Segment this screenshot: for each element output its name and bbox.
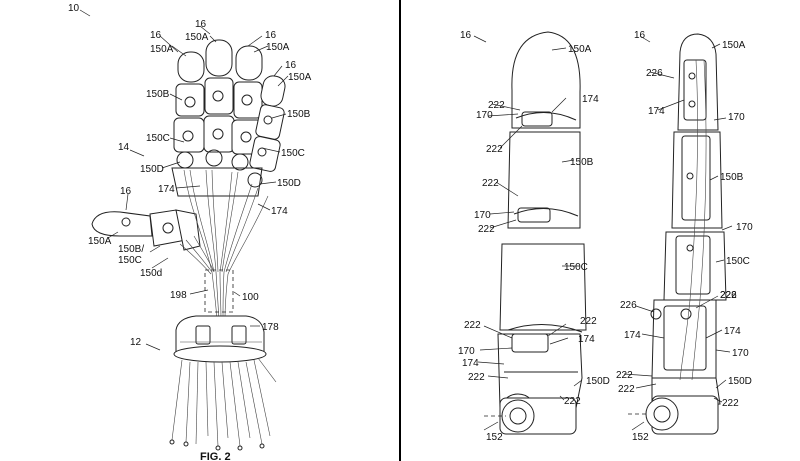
label-c174-1: 174 [582,94,599,105]
label-p226-3: 226 [720,290,737,301]
label-finger-16d: 16 [285,60,297,71]
label-seg-150d-2: 150D [728,376,752,387]
label-finger-16c: 16 [265,30,277,41]
label-thumb-150d: 150d [140,268,162,279]
label-c174-5: 174 [624,330,641,341]
label-cable-174-1: 174 [158,184,175,195]
label-c170-5: 170 [736,222,753,233]
label-c170-4: 170 [728,112,745,123]
label-j222-7: 222 [468,372,485,383]
label-tip-150a-3: 150A [266,42,290,53]
label-seg-150b-1: 150B [570,157,594,168]
label-r-finger-16: 16 [460,30,472,41]
label-prox-150c-1: 150C [146,133,170,144]
label-thumb-150b: 150B/ [118,244,144,255]
label-cable-174-2: 174 [271,206,288,217]
label-j222-3: 222 [482,178,499,189]
finger-2 [204,40,234,166]
label-finger-16a: 16 [150,30,162,41]
label-seg-150c-2: 150C [726,256,750,267]
label-c174-3: 174 [578,334,595,345]
label-mid-150b-2: 150B [287,109,311,120]
label-tip-150a-1: 150A [150,44,174,55]
label-r-finger-16-b: 16 [634,30,646,41]
label-j222-9: 222 [616,370,633,381]
label-j222-2: 222 [486,144,503,155]
label-thumb-16: 16 [120,186,132,197]
label-c170-1: 170 [476,110,493,121]
label-palm-14: 14 [118,142,130,153]
label-seg-150b-2: 150B [720,172,744,183]
label-prox-150c-2: 150C [281,148,305,159]
label-mid-150b-1: 150B [146,89,170,100]
finger-1 [174,52,204,168]
label-forearm-12: 12 [130,337,142,348]
label-j222-5: 222 [464,320,481,331]
label-hand-10: 10 [68,3,80,14]
label-base-150d-1: 150D [140,164,164,175]
label-c174-4: 174 [462,358,479,369]
label-wrist-178: 178 [262,322,279,333]
label-p226-2: 226 [620,300,637,311]
label-axis-152-1: 152 [486,432,503,443]
label-axis-152-2: 152 [632,432,649,443]
label-seg-150d-1: 150D [586,376,610,387]
label-c170-6: 170 [732,348,749,359]
label-base-150d-2: 150D [277,178,301,189]
wrist-housing [174,316,266,362]
label-c174-2: 174 [648,106,665,117]
label-thumb-150a: 150A [88,236,112,247]
label-seg-150a-2: 150A [722,40,746,51]
label-j222-11: 222 [618,384,635,395]
label-region-100: 100 [242,292,259,303]
label-j222-4: 222 [478,224,495,235]
label-j222-6: 222 [580,316,597,327]
label-figure: FIG. 2 [200,451,231,461]
label-j222-10: 222 [722,398,739,409]
label-bundle-198: 198 [170,290,187,301]
label-c170-2: 170 [474,210,491,221]
label-thumb-150c: 150C [118,255,142,266]
label-tip-150a-2: 150A [185,32,209,43]
label-tip-150a-4: 150A [288,72,312,83]
label-j222-8: 222 [564,396,581,407]
label-finger-16b: 16 [195,19,207,30]
label-seg-150c-1: 150C [564,262,588,273]
label-seg-150a-1: 150A [568,44,592,55]
label-c170-3: 170 [458,346,475,357]
label-c174-6: 174 [724,326,741,337]
label-p226-1: 226 [646,68,663,79]
